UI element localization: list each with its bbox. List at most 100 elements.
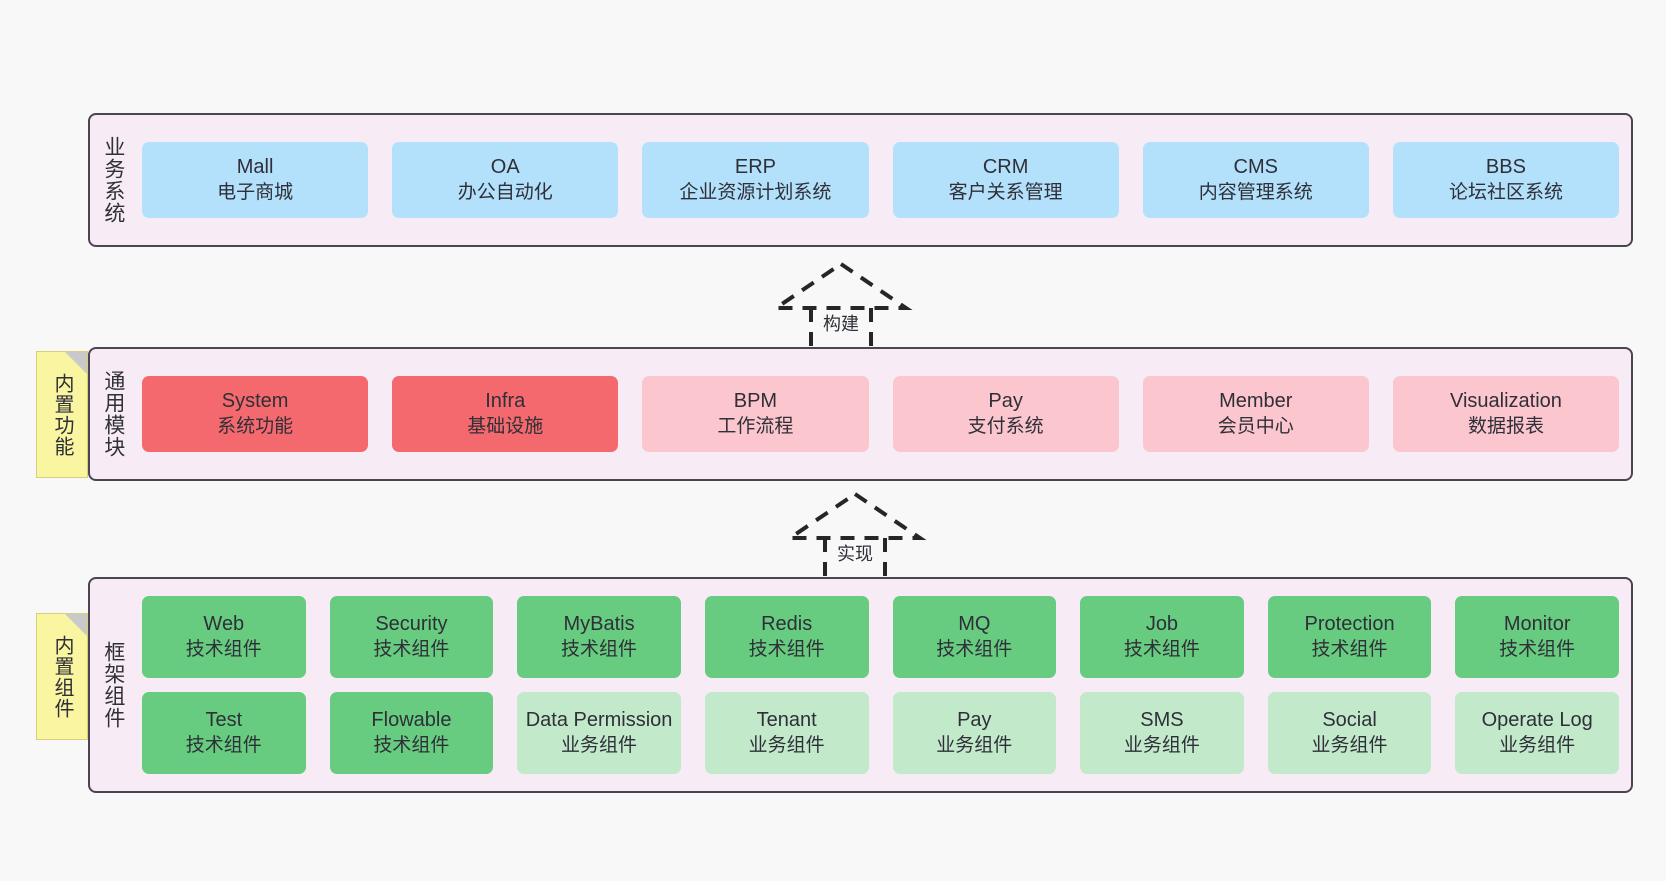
layer-modules-body: System 系统功能 Infra 基础设施 BPM 工作流程 Pay 支付系统…: [136, 349, 1631, 479]
module-card-visualization[interactable]: Visualization 数据报表: [1392, 376, 1620, 452]
framework-card-mq[interactable]: MQ 技术组件: [892, 596, 1057, 678]
card-title: Job: [1145, 613, 1179, 636]
card-title: CRM: [982, 156, 1029, 179]
card-title: Protection: [1304, 613, 1395, 636]
framework-card-sms[interactable]: SMS 业务组件: [1080, 692, 1244, 774]
card-title: Tenant: [756, 709, 817, 732]
card-title: Mall: [236, 156, 274, 179]
card-title: Visualization: [1449, 390, 1562, 413]
business-card-crm[interactable]: CRM 客户关系管理: [892, 142, 1119, 218]
card-subtitle: 技术组件: [1499, 638, 1576, 660]
card-title: Redis: [761, 613, 813, 636]
card-subtitle: 技术组件: [748, 638, 825, 660]
framework-card-tenant[interactable]: Tenant 业务组件: [704, 692, 869, 774]
card-title: MyBatis: [563, 613, 635, 636]
module-card-bpm[interactable]: BPM 工作流程: [642, 376, 869, 452]
framework-card-data-permission[interactable]: Data Permission 业务组件: [517, 692, 681, 774]
connector-build: 构建: [756, 258, 926, 354]
card-subtitle: 业务组件: [748, 734, 825, 756]
card-subtitle: 业务组件: [936, 734, 1013, 756]
framework-card-pay[interactable]: Pay 业务组件: [892, 692, 1057, 774]
module-card-pay[interactable]: Pay 支付系统: [892, 376, 1119, 452]
framework-card-monitor[interactable]: Monitor 技术组件: [1455, 596, 1619, 678]
card-title: Monitor: [1503, 613, 1571, 636]
card-subtitle: 技术组件: [185, 638, 262, 660]
card-subtitle: 电子商城: [217, 181, 294, 203]
card-subtitle: 工作流程: [717, 415, 794, 437]
card-subtitle: 业务组件: [1123, 734, 1200, 756]
card-title: MQ: [958, 613, 991, 636]
card-subtitle: 业务组件: [1499, 734, 1576, 756]
layer-modules-title: 通用模块: [101, 370, 125, 458]
framework-card-web[interactable]: Web 技术组件: [142, 596, 306, 678]
card-subtitle: 技术组件: [373, 734, 450, 756]
framework-card-job[interactable]: Job 技术组件: [1080, 596, 1244, 678]
card-subtitle: 技术组件: [373, 638, 450, 660]
framework-card-flowable[interactable]: Flowable 技术组件: [329, 692, 494, 774]
layer-framework-components: 框架组件 Web 技术组件 Security 技术组件 MyBatis 技术组件…: [88, 577, 1633, 793]
framework-card-redis[interactable]: Redis 技术组件: [704, 596, 869, 678]
card-title: Pay: [957, 709, 992, 732]
connector-realize-label: 实现: [834, 540, 876, 566]
card-subtitle: 技术组件: [185, 734, 262, 756]
card-subtitle: 技术组件: [936, 638, 1013, 660]
layer-business-systems: 业务系统 Mall 电子商城 OA 办公自动化 ERP 企业资源计划系统 CRM…: [88, 113, 1633, 247]
layer-framework-body: Web 技术组件 Security 技术组件 MyBatis 技术组件 Redi…: [136, 579, 1631, 791]
business-card-bbs[interactable]: BBS 论坛社区系统: [1392, 142, 1620, 218]
framework-card-security[interactable]: Security 技术组件: [329, 596, 494, 678]
dashed-hollow-arrow-icon: [769, 261, 913, 354]
layer-framework-title: 框架组件: [101, 641, 125, 729]
card-subtitle: 论坛社区系统: [1448, 181, 1563, 203]
card-title: Pay: [988, 390, 1023, 413]
card-subtitle: 业务组件: [561, 734, 638, 756]
business-card-cms[interactable]: CMS 内容管理系统: [1142, 142, 1369, 218]
business-card-row: Mall 电子商城 OA 办公自动化 ERP 企业资源计划系统 CRM 客户关系…: [142, 142, 1620, 218]
note-label: 内置组件: [51, 634, 73, 719]
card-title: Test: [205, 709, 243, 732]
card-title: System: [221, 390, 289, 413]
card-subtitle: 内容管理系统: [1198, 181, 1313, 203]
card-title: Flowable: [371, 709, 452, 732]
card-subtitle: 会员中心: [1217, 415, 1294, 437]
card-title: Social: [1322, 709, 1377, 732]
layer-general-modules: 通用模块 System 系统功能 Infra 基础设施 BPM 工作流程 Pay…: [88, 347, 1633, 481]
card-title: Infra: [485, 390, 526, 413]
business-card-mall[interactable]: Mall 电子商城: [142, 142, 369, 218]
card-subtitle: 业务组件: [1311, 734, 1388, 756]
card-title: BPM: [733, 390, 778, 413]
dashed-hollow-arrow-icon: [783, 491, 927, 584]
framework-tech-row: Web 技术组件 Security 技术组件 MyBatis 技术组件 Redi…: [142, 596, 1619, 678]
connector-build-label: 构建: [820, 310, 862, 336]
card-subtitle: 客户关系管理: [948, 181, 1063, 203]
framework-card-protection[interactable]: Protection 技术组件: [1267, 596, 1432, 678]
card-title: Security: [375, 613, 448, 636]
framework-card-operate-log[interactable]: Operate Log 业务组件: [1455, 692, 1619, 774]
card-title: OA: [490, 156, 520, 179]
note-label: 内置功能: [51, 372, 73, 457]
card-subtitle: 支付系统: [967, 415, 1044, 437]
framework-card-mybatis[interactable]: MyBatis 技术组件: [517, 596, 681, 678]
card-subtitle: 技术组件: [1311, 638, 1388, 660]
card-subtitle: 办公自动化: [457, 181, 553, 203]
card-title: Operate Log: [1481, 709, 1593, 732]
module-card-system[interactable]: System 系统功能: [142, 376, 369, 452]
card-subtitle: 技术组件: [1123, 638, 1200, 660]
layer-business-body: Mall 电子商城 OA 办公自动化 ERP 企业资源计划系统 CRM 客户关系…: [136, 115, 1631, 245]
framework-card-test[interactable]: Test 技术组件: [142, 692, 306, 774]
card-title: Web: [203, 613, 245, 636]
module-card-infra[interactable]: Infra 基础设施: [392, 376, 619, 452]
business-card-oa[interactable]: OA 办公自动化: [392, 142, 619, 218]
card-subtitle: 数据报表: [1467, 415, 1544, 437]
module-card-member[interactable]: Member 会员中心: [1142, 376, 1369, 452]
business-card-erp[interactable]: ERP 企业资源计划系统: [642, 142, 869, 218]
card-title: CMS: [1233, 156, 1278, 179]
card-subtitle: 系统功能: [217, 415, 294, 437]
framework-biz-row: Test 技术组件 Flowable 技术组件 Data Permission …: [142, 692, 1619, 774]
framework-card-social[interactable]: Social 业务组件: [1267, 692, 1432, 774]
card-title: ERP: [734, 156, 776, 179]
card-subtitle: 技术组件: [561, 638, 638, 660]
card-title: Member: [1219, 390, 1293, 413]
card-title: SMS: [1140, 709, 1184, 732]
layer-business-title: 业务系统: [101, 136, 125, 224]
